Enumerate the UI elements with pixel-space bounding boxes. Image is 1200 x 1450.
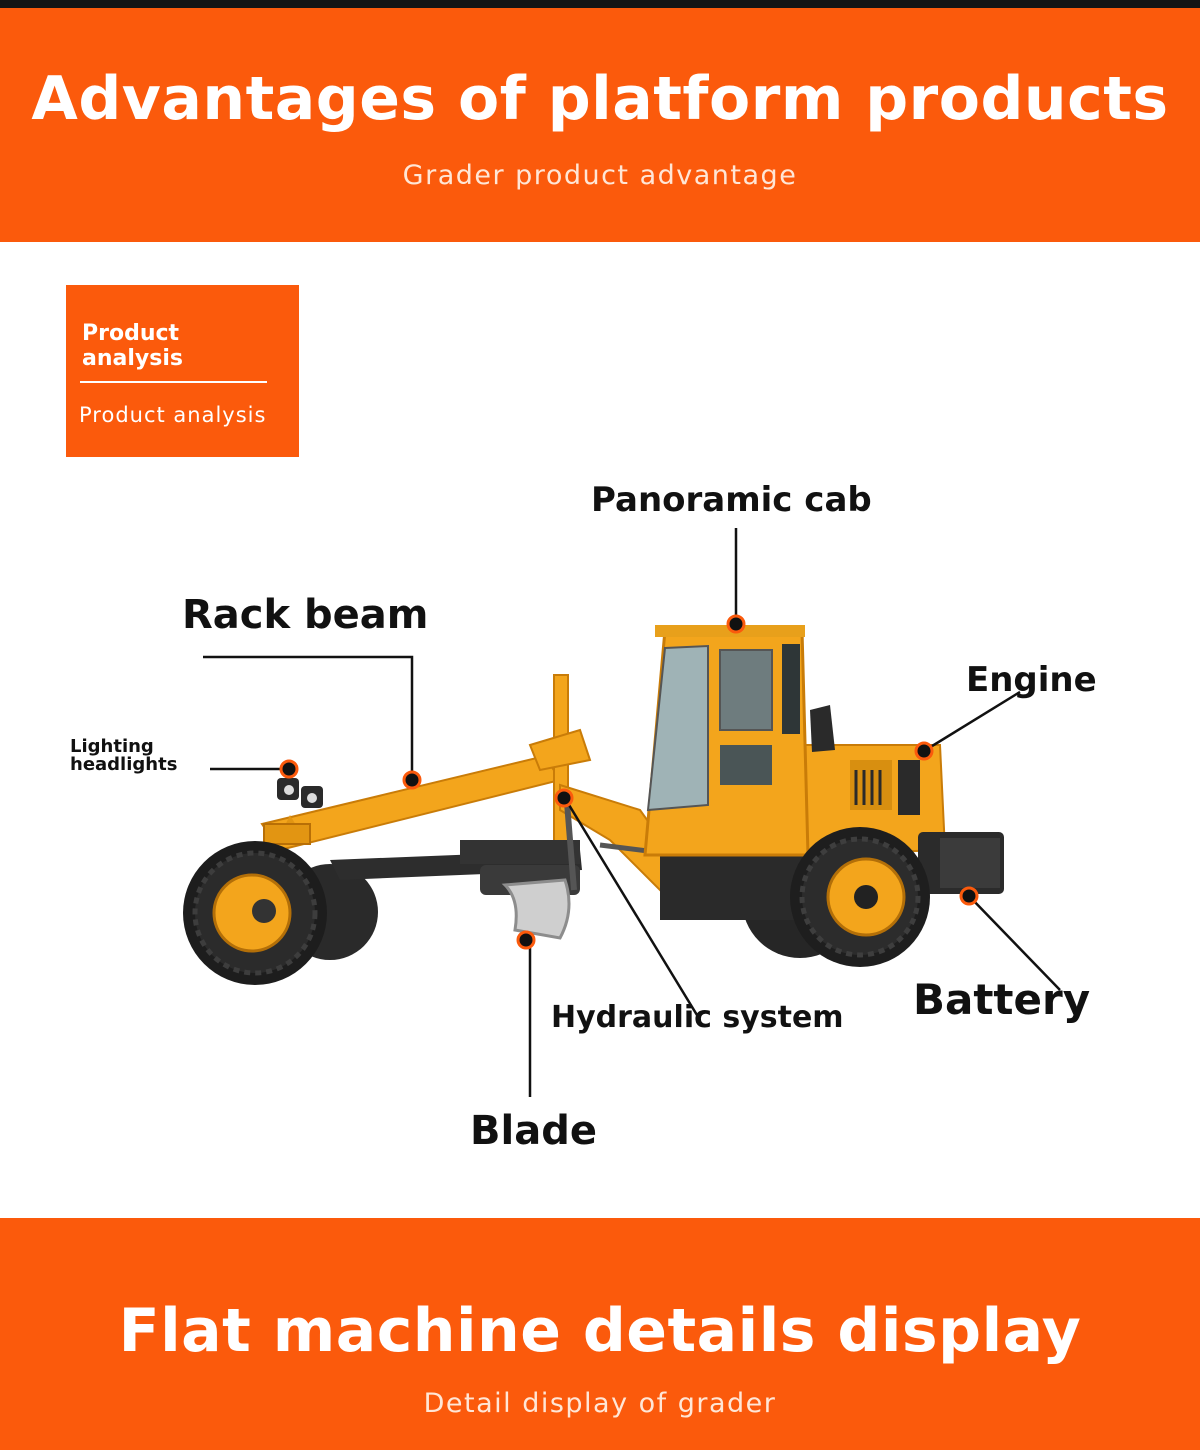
rack-beam-dot [402,770,422,790]
footer-title: Flat machine details display [118,1296,1082,1366]
badge-divider [80,381,267,383]
hydraulic-dot [554,788,574,808]
callout-rack-beam: Rack beam [182,592,429,638]
callout-engine: Engine [966,660,1097,700]
hydraulic-leader [564,799,702,1021]
cab-dot [726,614,746,634]
callout-panoramic-cab: Panoramic cab [591,480,872,520]
headlight-shape [277,778,323,808]
battery-leader [969,896,1061,991]
header-title: Advantages of platform products [31,64,1169,134]
grader-illustration [183,528,1061,1097]
header-subtitle: Grader product advantage [402,160,798,191]
top-strip [0,0,1200,8]
product-analysis-badge: Product analysis Product analysis [66,285,299,457]
footer-banner: Flat machine details display Detail disp… [0,1218,1200,1450]
rear-drive-wheel [790,827,930,967]
badge-subtitle: Product analysis [79,403,267,427]
badge-title: Product analysis [82,321,183,371]
callout-dots [279,614,979,950]
blade-dot [516,930,536,950]
lighting-dot [279,759,299,779]
grader-diagram: Panoramic cab Rack beam Engine Lighting … [0,460,1200,1180]
callout-lines [203,528,1061,1097]
callout-battery: Battery [913,975,1091,1024]
blade-shape [501,878,571,940]
callout-blade: Blade [470,1108,597,1154]
footer-subtitle: Detail display of grader [423,1388,777,1419]
cab-shape [643,625,835,857]
engine-leader [923,690,1021,753]
front-wheel [183,841,327,985]
callout-lighting-headlights: Lighting headlights [70,736,178,775]
engine-dot [914,741,934,761]
rack-beam-leader [203,655,414,778]
callout-hydraulic-system: Hydraulic system [551,1000,844,1035]
header-banner: Advantages of platform products Grader p… [0,8,1200,242]
battery-dot [959,886,979,906]
